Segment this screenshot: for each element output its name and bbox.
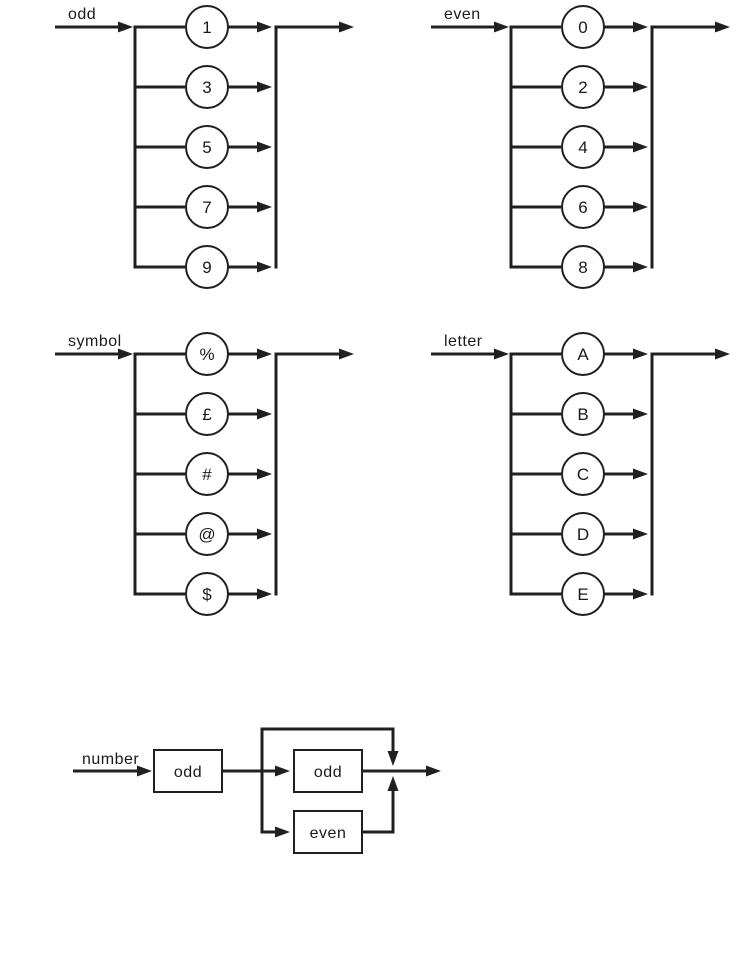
alternative-branch: 9 <box>135 245 272 289</box>
terminal-label: 3 <box>202 78 211 97</box>
arrowhead-icon <box>137 765 152 777</box>
arrowhead-icon <box>494 21 509 33</box>
arrowhead-icon <box>387 751 399 766</box>
alternative-branch: 4 <box>511 125 648 169</box>
alternative-branch: E <box>511 572 648 616</box>
alternative-branch: 2 <box>511 65 648 109</box>
arrowhead-icon <box>633 141 648 153</box>
arrowhead-icon <box>118 348 133 360</box>
arrowhead-icon <box>257 201 272 213</box>
exit-arrowhead-icon <box>339 348 354 360</box>
terminal-label: 8 <box>578 258 587 277</box>
terminal-label: % <box>199 345 214 364</box>
arrowhead-icon <box>633 261 648 273</box>
nonterminal-rect <box>293 810 363 854</box>
arrowhead-icon <box>257 588 272 600</box>
arrowhead-icon <box>257 468 272 480</box>
nonterminal-rect <box>153 749 223 793</box>
even-syntax-diagram: even 0 2 4 6 8 <box>431 5 730 289</box>
symbol-syntax-diagram: symbol% £ # @ $ <box>55 332 354 616</box>
arrowhead-icon <box>633 201 648 213</box>
terminal-label: $ <box>202 585 212 604</box>
alternative-branch: 7 <box>135 185 272 229</box>
alternative-branch: £ <box>135 392 272 436</box>
arrowhead-icon <box>633 588 648 600</box>
nonterminal-label: even <box>310 825 347 842</box>
alternative-branch: 3 <box>135 65 272 109</box>
diagram-label: symbol <box>68 333 122 350</box>
alternative-branch: 1 <box>135 5 272 49</box>
terminal-label: # <box>202 465 212 484</box>
terminal-label: 2 <box>578 78 587 97</box>
terminal-label: 0 <box>578 18 587 37</box>
arrowhead-icon <box>118 21 133 33</box>
arrowhead-icon <box>633 468 648 480</box>
terminal-label: @ <box>198 525 215 544</box>
alternative-branch: # <box>135 452 272 496</box>
terminal-label: B <box>577 405 588 424</box>
terminal-label: £ <box>202 405 212 424</box>
arrowhead-icon <box>275 826 290 838</box>
arrowhead-icon <box>494 348 509 360</box>
arrowhead-icon <box>633 348 648 360</box>
arrowhead-icon <box>257 408 272 420</box>
diagram-label: odd <box>68 6 96 23</box>
arrowhead-icon <box>633 408 648 420</box>
nonterminal-label: odd <box>314 764 342 781</box>
number-syntax-diagram: number odd odd even <box>73 727 441 854</box>
diagram-label: number <box>82 751 139 768</box>
arrowhead-icon <box>387 776 399 791</box>
arrowhead-icon <box>257 348 272 360</box>
exit-arrowhead-icon <box>715 21 730 33</box>
odd-syntax-diagram: odd 1 3 5 7 9 <box>55 5 354 289</box>
nonterminal-rect <box>293 749 363 793</box>
alternative-branch: @ <box>135 512 272 556</box>
alternative-branch: 6 <box>511 185 648 229</box>
alternative-branch: B <box>511 392 648 436</box>
exit-arrowhead-icon <box>715 348 730 360</box>
terminal-label: 6 <box>578 198 587 217</box>
alternative-branch: A <box>511 332 648 376</box>
nonterminal-box: even <box>293 810 363 854</box>
arrowhead-icon <box>257 81 272 93</box>
nonterminal-box: odd <box>153 749 223 793</box>
exit-arrowhead-icon <box>339 21 354 33</box>
alternative-branch: 0 <box>511 5 648 49</box>
terminal-label: 9 <box>202 258 211 277</box>
alternative-branch: % <box>135 332 272 376</box>
exit-arrowhead-icon <box>426 765 441 777</box>
arrowhead-icon <box>257 141 272 153</box>
terminal-label: C <box>577 465 589 484</box>
arrowhead-icon <box>257 261 272 273</box>
arrowhead-icon <box>633 528 648 540</box>
arrowhead-icon <box>257 21 272 33</box>
terminal-label: D <box>577 525 589 544</box>
diagram-label: letter <box>444 333 483 350</box>
alternative-branch: D <box>511 512 648 556</box>
arrowhead-icon <box>633 81 648 93</box>
alternative-branch: 5 <box>135 125 272 169</box>
terminal-label: 5 <box>202 138 211 157</box>
terminal-label: 4 <box>578 138 587 157</box>
terminal-label: 7 <box>202 198 211 217</box>
nonterminal-label: odd <box>174 764 202 781</box>
nonterminal-box: odd <box>293 749 363 793</box>
diagram-label: even <box>444 6 481 23</box>
arrowhead-icon <box>633 21 648 33</box>
arrowhead-icon <box>257 528 272 540</box>
alternative-branch: $ <box>135 572 272 616</box>
alternative-branch: 8 <box>511 245 648 289</box>
alternative-branch: C <box>511 452 648 496</box>
terminal-label: 1 <box>202 18 211 37</box>
arrowhead-icon <box>275 765 290 777</box>
terminal-label: A <box>577 345 589 364</box>
terminal-label: E <box>577 585 588 604</box>
